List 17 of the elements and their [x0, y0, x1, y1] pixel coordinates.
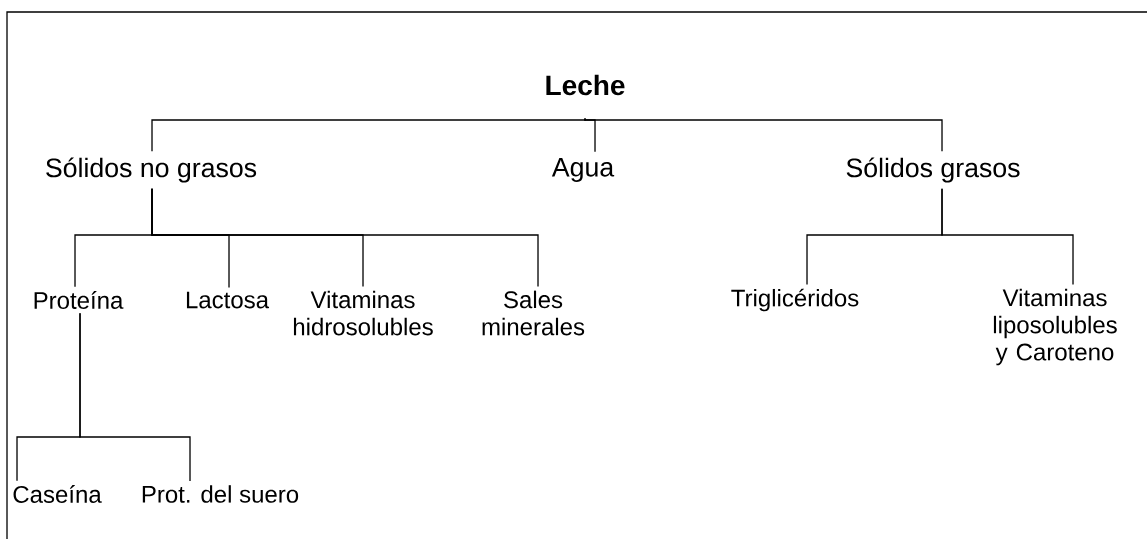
category-label: Caseína — [13, 485, 102, 503]
category-label: Agua — [551, 158, 615, 182]
connector-line — [79, 312, 191, 482]
category-label: Triglicéridos — [731, 288, 859, 312]
category-label: Sales minerales — [482, 290, 585, 336]
category-label: Sólidos no grasos — [46, 157, 257, 183]
connector-line — [151, 117, 586, 152]
category-label: Vitaminas liposolubles y Caroteno — [993, 288, 1117, 366]
category-label: Lactosa — [186, 291, 270, 309]
title-label: Leche — [546, 74, 625, 96]
connector-line — [941, 188, 1074, 286]
category-label: Proteína — [34, 291, 124, 309]
category-label: Sólidos grasos — [846, 157, 1020, 183]
connector-line — [151, 188, 539, 288]
connector-line — [584, 117, 943, 152]
category-label: Prot. del suero — [142, 485, 299, 503]
category-label: Vitaminas hidrosolubles — [293, 290, 433, 336]
